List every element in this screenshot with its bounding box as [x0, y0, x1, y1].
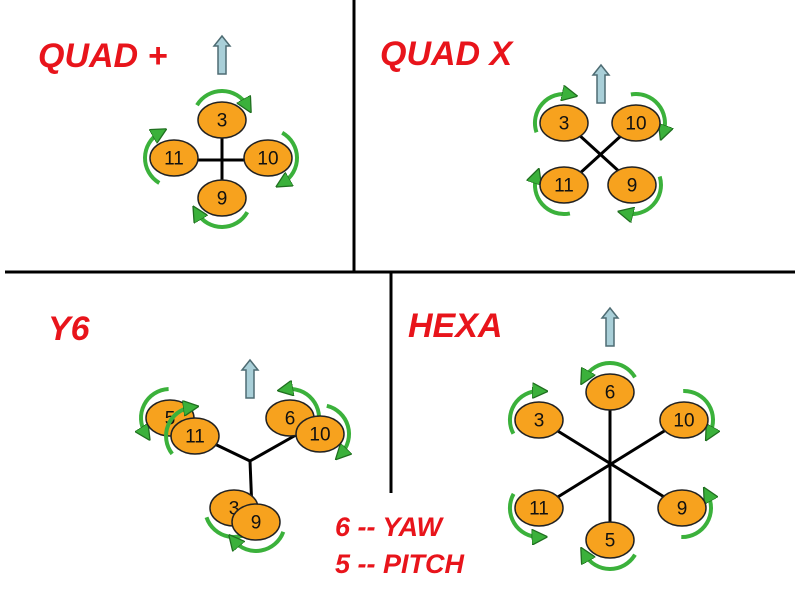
- motor-circle: [197, 101, 247, 139]
- rotation-cw-arrow-icon: [535, 176, 571, 216]
- motor-circle: [149, 139, 199, 177]
- hexa-title: HEXA: [408, 307, 502, 345]
- motor-number: 3: [534, 411, 545, 432]
- rotation-cw-arrow-icon: [195, 88, 247, 106]
- rotation-cw-arrow-icon: [585, 554, 637, 572]
- up-arrow-icon: [591, 63, 611, 104]
- motor-number: 6: [285, 409, 296, 430]
- hexa-motor-11: 11: [507, 489, 564, 537]
- motor-number: 10: [309, 425, 330, 446]
- hexa-motor-6: 6: [585, 360, 637, 411]
- motor-circle: [539, 166, 589, 204]
- rotation-cw-arrow-icon: [630, 92, 665, 133]
- panel-dividers: [5, 0, 795, 493]
- rotation-cw-arrow-icon: [282, 130, 300, 183]
- quad-plus-motor-10: 10: [243, 130, 300, 183]
- motor-circle: [659, 401, 709, 439]
- quad-x-motor-9: 9: [607, 166, 663, 214]
- motor-circle: [295, 415, 345, 453]
- rotation-cw-arrow-icon: [532, 94, 570, 133]
- y6-motor-9: 9: [231, 503, 286, 553]
- motor-circle: [231, 503, 281, 541]
- rotation-ccw-arrow-icon: [507, 492, 540, 537]
- motor-number: 5: [605, 531, 616, 552]
- rotation-cw-arrow-icon: [164, 407, 191, 456]
- rotation-cw-arrow-icon: [507, 391, 540, 435]
- legend-yaw: 6 -- YAW: [335, 512, 445, 542]
- motor-number: 3: [559, 114, 570, 135]
- motor-number: 3: [229, 499, 240, 520]
- quad-plus-motor-11: 11: [142, 133, 199, 185]
- quad-plus-motor-9: 9: [197, 179, 250, 229]
- up-arrow-icon: [600, 306, 620, 347]
- rotation-cw-arrow-icon: [234, 531, 286, 553]
- motor-number: 6: [605, 383, 616, 404]
- up-arrow-icon: [240, 358, 260, 399]
- motor-circle: [611, 104, 661, 142]
- forward-arrows: [212, 34, 620, 399]
- motor-circle: [514, 401, 564, 439]
- motor-number: 11: [164, 149, 184, 170]
- motor-number: 9: [251, 513, 262, 534]
- hexa-motor-5: 5: [585, 521, 637, 572]
- motor-number: 11: [529, 499, 549, 520]
- motor-circle: [197, 179, 247, 217]
- motor-number: 9: [217, 189, 228, 210]
- quad-x-motor-10: 10: [611, 92, 665, 142]
- motor-number: 9: [627, 176, 638, 197]
- motor-circle: [585, 521, 635, 559]
- motor-number: 10: [625, 114, 646, 135]
- rotation-cw-arrow-icon: [625, 175, 663, 214]
- y6-title: Y6: [48, 310, 91, 348]
- quad-x-motor-11: 11: [535, 166, 589, 216]
- y6-motor-10: 10: [295, 403, 349, 454]
- motor-circle: [243, 139, 293, 177]
- rotation-ccw-arrow-icon: [141, 387, 169, 434]
- y6-motor-11: 11: [164, 407, 220, 456]
- motor-number: 10: [257, 149, 278, 170]
- hexa-motor-9: 9: [657, 489, 711, 540]
- rotation-ccw-arrow-icon: [681, 494, 711, 540]
- motor-circle: [514, 489, 564, 527]
- motor-number: 11: [554, 176, 574, 197]
- motor-number: 9: [677, 499, 688, 520]
- up-arrow-icon: [212, 34, 232, 75]
- rotation-cw-arrow-icon: [326, 403, 349, 454]
- motor-circle: [607, 166, 657, 204]
- quad-plus-title: QUAD +: [38, 37, 168, 75]
- rotation-ccw-arrow-icon: [585, 360, 637, 378]
- legend-pitch: 5 -- PITCH: [335, 549, 465, 579]
- motor-circle: [585, 373, 635, 411]
- rotation-cw-arrow-icon: [142, 133, 160, 185]
- rotation-cw-arrow-icon: [197, 212, 250, 229]
- rotation-cw-arrow-icon: [683, 388, 713, 434]
- motor-circle: [657, 489, 707, 527]
- motor-circle: [170, 417, 220, 455]
- hexa-frame: [539, 390, 683, 540]
- hexa-motor-3: 3: [507, 391, 564, 439]
- quad-x-motor-3: 3: [532, 94, 589, 142]
- motor-number: 10: [673, 411, 694, 432]
- hexa-motor-10: 10: [659, 388, 713, 439]
- motor-number: 3: [217, 111, 228, 132]
- quad-plus-motor-3: 3: [195, 88, 247, 139]
- motor-number: 11: [185, 427, 205, 448]
- motor-circle: [539, 104, 589, 142]
- quad-x-title: QUAD X: [380, 35, 515, 73]
